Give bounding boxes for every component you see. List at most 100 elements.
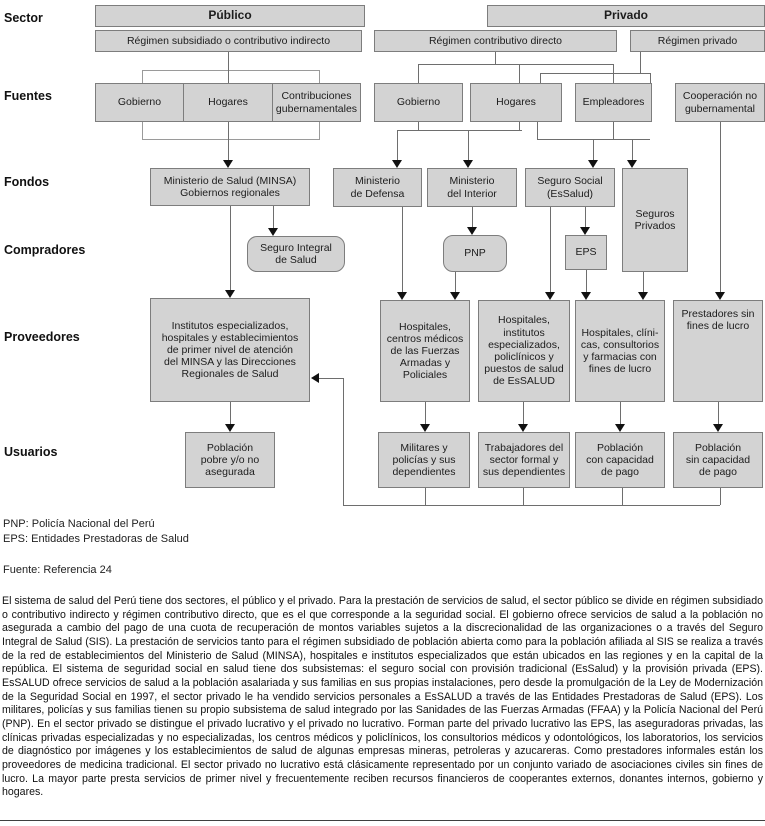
bottom-rule xyxy=(0,820,765,821)
connector-line xyxy=(540,73,650,74)
connector-line xyxy=(273,205,274,228)
connector-line xyxy=(495,52,496,64)
connector-line xyxy=(418,64,419,83)
arrowhead xyxy=(463,160,473,168)
body-paragraph: El sistema de salud del Perú tiene dos s… xyxy=(2,595,763,799)
note-pnp: PNP: Policía Nacional del Perú xyxy=(3,518,155,530)
node-usuario-sin-pago: Población sin capacidad de pago xyxy=(673,432,763,488)
arrowhead xyxy=(223,160,233,168)
node-sector-publico: Público xyxy=(95,5,365,27)
connector-line xyxy=(425,488,426,505)
note-fuente: Fuente: Referencia 24 xyxy=(3,564,112,576)
connector-line xyxy=(519,122,520,130)
node-fuente-gobierno-privado: Gobierno xyxy=(374,83,463,122)
node-regimen-privado: Régimen privado xyxy=(630,30,765,52)
arrowhead xyxy=(397,292,407,300)
node-fondo-seguros-privados: Seguros Privados xyxy=(622,168,688,272)
row-label-usuarios: Usuarios xyxy=(4,445,58,459)
arrowhead xyxy=(581,292,591,300)
arrowhead xyxy=(225,290,235,298)
connector-line xyxy=(622,488,623,505)
connector-line xyxy=(650,73,651,83)
connector-line xyxy=(418,64,614,65)
arrowhead xyxy=(545,292,555,300)
row-label-proveedores: Proveedores xyxy=(4,330,80,344)
connector-line xyxy=(418,122,419,130)
node-proveedor-essalud: Hospitales, institutos especializados, p… xyxy=(478,300,570,402)
connector-line xyxy=(402,207,403,292)
arrowhead xyxy=(420,424,430,432)
connector-line xyxy=(519,64,520,83)
connector-line xyxy=(230,402,231,424)
arrowhead xyxy=(713,424,723,432)
row-label-sector: Sector xyxy=(4,11,43,25)
node-fuente-contribuciones: Contribuciones gubernamentales xyxy=(272,83,361,122)
connector-line xyxy=(318,378,343,379)
connector-line xyxy=(523,488,524,505)
node-usuario-poblacion-pobre: Población pobre y/o no asegurada xyxy=(185,432,275,488)
node-usuario-militares: Militares y policías y sus dependientes xyxy=(378,432,470,488)
row-label-fuentes: Fuentes xyxy=(4,89,52,103)
connector-line xyxy=(537,122,538,139)
node-comprador-sis: Seguro Integral de Salud xyxy=(247,236,345,272)
connector-line xyxy=(537,139,650,140)
node-usuario-trabajadores: Trabajadores del sector formal y sus dep… xyxy=(478,432,570,488)
connector-line xyxy=(455,272,456,292)
node-fondo-interior: Ministerio del Interior xyxy=(427,168,517,207)
note-eps: EPS: Entidades Prestadoras de Salud xyxy=(3,533,189,545)
arrowhead xyxy=(638,292,648,300)
node-fuente-hogares-privado: Hogares xyxy=(470,83,562,122)
arrowhead xyxy=(715,292,725,300)
node-fondo-defensa: Ministerio de Defensa xyxy=(333,168,422,207)
node-fuente-cooperacion: Cooperación no gubernamental xyxy=(675,83,765,122)
node-proveedor-lucrativos: Hospitales, clíni- cas, consultorios y f… xyxy=(575,300,665,402)
connector-line xyxy=(718,402,719,424)
node-proveedor-sin-lucro: Prestadores sin fines de lucro xyxy=(673,300,763,402)
node-comprador-eps: EPS xyxy=(565,235,607,270)
node-fondo-minsa: Ministerio de Salud (MINSA) Gobiernos re… xyxy=(150,168,310,206)
connector-line xyxy=(468,130,469,160)
node-regimen-subsidiado: Régimen subsidiado o contributivo indire… xyxy=(95,30,362,52)
node-fuente-hogares-publico: Hogares xyxy=(183,83,273,122)
arrowhead xyxy=(615,424,625,432)
node-regimen-contributivo: Régimen contributivo directo xyxy=(374,30,617,52)
node-proveedor-institutos-minsa: Institutos especializados, hospitales y … xyxy=(150,298,310,402)
arrowhead xyxy=(392,160,402,168)
connector-line xyxy=(425,402,426,424)
connector-line xyxy=(343,505,720,506)
arrowhead xyxy=(627,160,637,168)
arrowhead xyxy=(225,424,235,432)
arrowhead xyxy=(467,227,477,235)
connector-line xyxy=(540,73,541,83)
connector-line xyxy=(343,378,344,505)
arrowhead xyxy=(588,160,598,168)
arrowhead xyxy=(450,292,460,300)
connector-line xyxy=(230,205,231,290)
row-label-fondos: Fondos xyxy=(4,175,50,189)
connector-line xyxy=(720,122,721,292)
node-fuente-empleadores: Empleadores xyxy=(575,83,652,122)
node-proveedor-ffaa: Hospitales, centros médicos de las Fuerz… xyxy=(380,300,470,402)
node-sector-privado: Privado xyxy=(487,5,765,27)
connector-line xyxy=(586,270,587,292)
connector-line xyxy=(523,402,524,424)
arrowhead xyxy=(580,227,590,235)
connector-line xyxy=(472,207,473,227)
row-label-compradores: Compradores xyxy=(4,243,86,257)
connector-line xyxy=(550,207,551,292)
connector-line xyxy=(593,139,594,160)
arrowhead xyxy=(268,228,278,236)
arrowhead xyxy=(311,373,319,383)
connector-line xyxy=(640,52,641,73)
connector-line xyxy=(643,272,644,292)
connector-line xyxy=(613,122,614,139)
arrowhead xyxy=(518,424,528,432)
connector-line xyxy=(397,130,398,160)
connector-line xyxy=(397,130,522,131)
connector-line xyxy=(632,139,633,160)
connector-line xyxy=(620,402,621,424)
connector-line xyxy=(720,488,721,505)
node-comprador-pnp: PNP xyxy=(443,235,507,272)
connector-line xyxy=(585,207,586,227)
